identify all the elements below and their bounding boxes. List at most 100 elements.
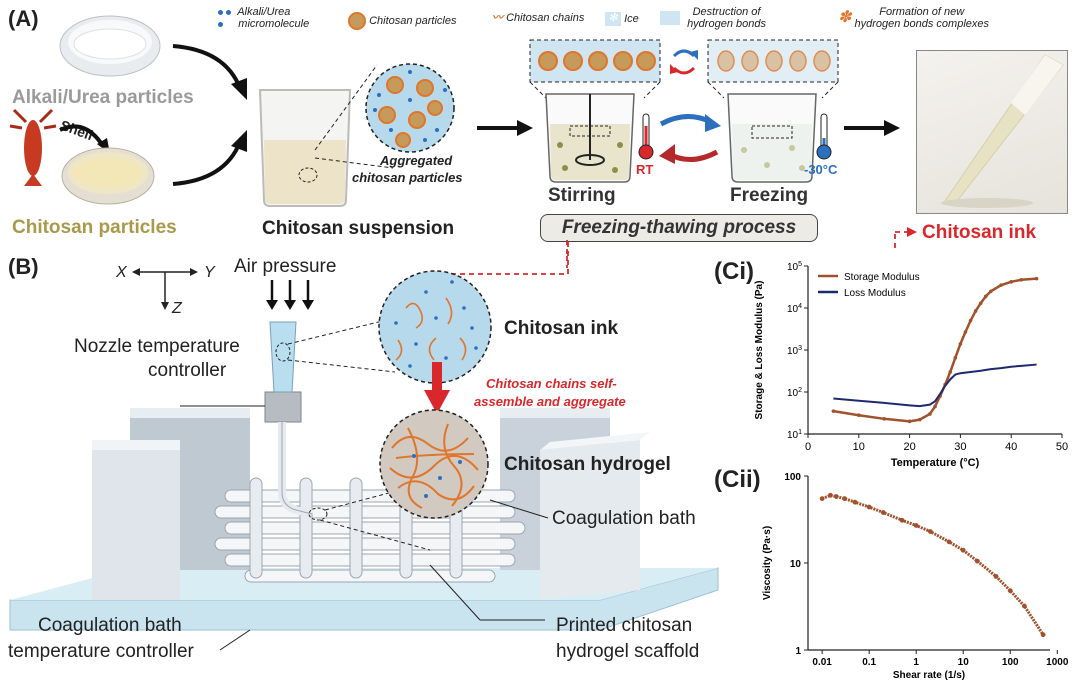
thermometer-rt-icon bbox=[638, 113, 654, 160]
x-tick-label: 30 bbox=[954, 441, 966, 453]
legend-label-1: Loss Modulus bbox=[844, 288, 906, 299]
chitosan-suspension-label: Chitosan suspension bbox=[262, 218, 455, 239]
chitosan-particles-label: Chitosan particles bbox=[12, 217, 177, 238]
cycle-arrows bbox=[659, 114, 721, 164]
coag-temp-controller-label-2: temperature controller bbox=[8, 641, 194, 662]
chitosan-ink-photo bbox=[916, 50, 1068, 214]
data-point bbox=[958, 342, 963, 346]
legend-alkali: Alkali/Urea micromolecule bbox=[218, 6, 309, 30]
data-point bbox=[928, 412, 932, 416]
axis-z-label: Z bbox=[172, 300, 182, 317]
xyz-axes-icon bbox=[132, 268, 198, 310]
printed-scaffold-label-2: hydrogel scaffold bbox=[556, 641, 700, 662]
x-tick-label: 20 bbox=[903, 441, 915, 453]
arrow-to-stirring bbox=[477, 120, 533, 136]
printed-scaffold-label-1: Printed chitosan bbox=[556, 615, 693, 636]
y-tick-label: 103 bbox=[787, 345, 802, 357]
y-tick-label: 104 bbox=[787, 303, 802, 315]
data-point bbox=[1019, 277, 1024, 282]
axis-x-label: X bbox=[116, 264, 127, 281]
beaker-image bbox=[258, 89, 352, 207]
aggregated-label-1: Aggregated bbox=[380, 153, 453, 168]
x-tick-label: 0.01 bbox=[812, 657, 832, 668]
x-tick-label: 10 bbox=[958, 657, 970, 668]
alkali-dish-image bbox=[59, 15, 161, 77]
hydrogel-label: Chitosan hydrogel bbox=[504, 454, 671, 475]
alkali-urea-particles-label: Alkali/Urea particles bbox=[12, 87, 194, 108]
data-point bbox=[913, 523, 919, 528]
rt-label: RT bbox=[636, 162, 654, 177]
x-tick-label: 0 bbox=[805, 441, 811, 453]
data-point bbox=[1040, 632, 1046, 638]
data-point bbox=[1009, 280, 1013, 284]
data-point bbox=[899, 517, 905, 523]
x-tick-label: 1 bbox=[913, 657, 919, 668]
data-point bbox=[1022, 603, 1027, 609]
self-assemble-label-1: Chitosan chains self- bbox=[486, 376, 617, 391]
x-tick-label: 1000 bbox=[1046, 657, 1069, 668]
data-point bbox=[852, 499, 858, 505]
y-tick-label: 101 bbox=[787, 429, 802, 441]
data-point bbox=[989, 289, 993, 294]
y-axis-title: Storage & Loss Modulus (Pa) bbox=[754, 281, 765, 420]
self-assemble-label-2: assemble and aggregate bbox=[474, 394, 626, 409]
thermometer-cold-icon bbox=[816, 113, 832, 160]
series-line-0 bbox=[833, 277, 1037, 423]
data-point bbox=[1007, 588, 1013, 594]
y-tick-label: 100 bbox=[784, 472, 801, 483]
data-point bbox=[968, 318, 973, 323]
nozzle-controller-label-2: controller bbox=[148, 360, 227, 381]
data-point bbox=[880, 510, 886, 515]
panel-b-label: (B) bbox=[8, 254, 39, 279]
panel-ci-label: (Ci) bbox=[714, 258, 754, 285]
chitosan-dish-image bbox=[61, 147, 155, 205]
data-point bbox=[999, 283, 1003, 287]
ink-zoom-circle bbox=[378, 270, 492, 384]
ice-icon: ✻ bbox=[605, 12, 621, 26]
data-point bbox=[974, 558, 980, 564]
data-point bbox=[819, 496, 825, 501]
data-point bbox=[973, 309, 978, 313]
hydrogel-zoom-circle bbox=[379, 409, 489, 519]
data-point bbox=[1034, 276, 1039, 281]
data-point bbox=[963, 330, 968, 334]
legend-label-0: Storage Modulus bbox=[844, 272, 920, 283]
aggregated-zoom-circle bbox=[314, 63, 455, 169]
x-tick-label: 100 bbox=[1002, 657, 1019, 668]
y-tick-label: 105 bbox=[787, 261, 802, 273]
legend-chains: 〰 Chitosan chains bbox=[492, 12, 585, 24]
cold-temp-label: -30°C bbox=[804, 162, 838, 177]
air-pressure-label: Air pressure bbox=[234, 256, 337, 277]
printer-bath-scene bbox=[9, 317, 719, 651]
legend-ice: ✻ Ice bbox=[605, 12, 639, 26]
bonds-zoom-boxes bbox=[529, 39, 839, 99]
y-tick-label: 1 bbox=[795, 646, 801, 657]
axis-y-label: Y bbox=[204, 264, 215, 281]
air-pressure-arrows bbox=[266, 280, 314, 310]
freezing-label: Freezing bbox=[730, 185, 809, 206]
data-point bbox=[946, 539, 952, 545]
data-point bbox=[953, 356, 958, 360]
x-tick-label: 40 bbox=[1005, 441, 1017, 453]
data-point bbox=[948, 370, 953, 374]
data-point bbox=[831, 409, 836, 413]
panel-cii-label: (Cii) bbox=[714, 466, 761, 493]
panel-a-label: (A) bbox=[8, 6, 39, 31]
data-point bbox=[833, 494, 839, 499]
data-point bbox=[927, 529, 933, 534]
y-tick-label: 102 bbox=[787, 387, 802, 399]
data-point bbox=[960, 547, 966, 553]
y-tick-label: 10 bbox=[790, 559, 802, 570]
data-point bbox=[882, 417, 886, 421]
arrows-to-beaker bbox=[172, 44, 247, 186]
data-point bbox=[907, 419, 912, 424]
series-line-1 bbox=[833, 363, 1037, 408]
aggregated-label-2: chitosan particles bbox=[352, 170, 463, 185]
nozzle-controller-label-1: Nozzle temperature bbox=[74, 336, 240, 357]
data-point bbox=[978, 301, 983, 306]
x-axis-title: Shear rate (1/s) bbox=[893, 670, 965, 680]
x-tick-label: 10 bbox=[853, 441, 865, 453]
